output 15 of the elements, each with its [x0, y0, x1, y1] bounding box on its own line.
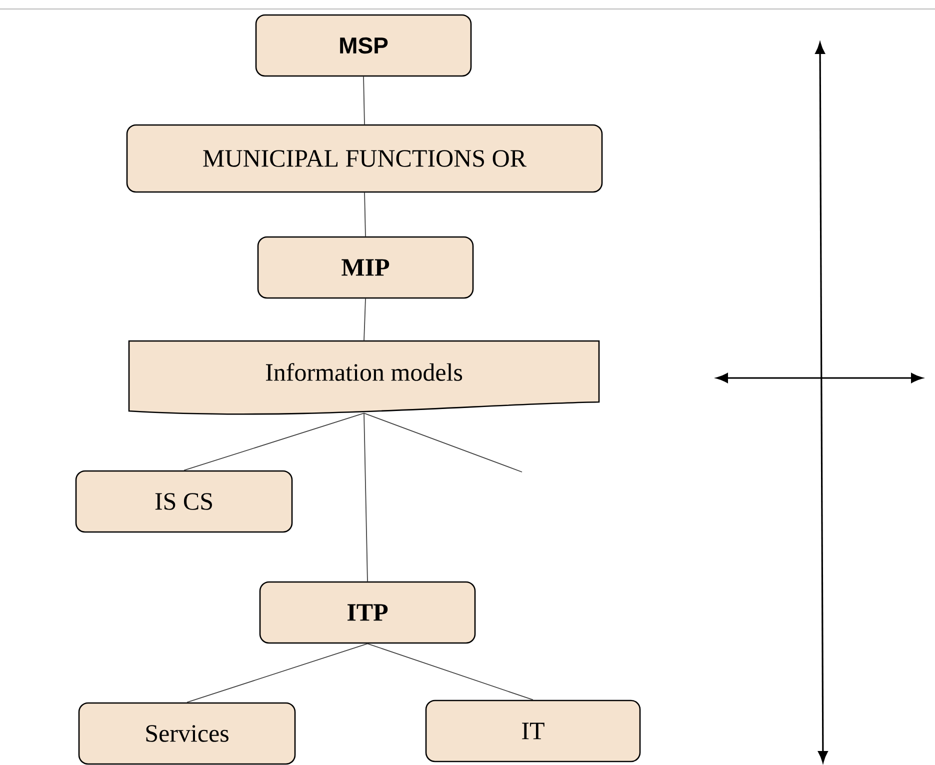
connector-line: [364, 412, 368, 582]
connector-line: [186, 643, 368, 703]
connector-line: [364, 412, 522, 472]
connector-line: [367, 643, 534, 700]
process-box: IS CS: [75, 470, 293, 533]
process-box: ITP: [259, 581, 476, 644]
connector-line: [363, 76, 365, 125]
process-box: Services: [78, 702, 296, 765]
connector-line: [364, 192, 366, 237]
connector-line: [364, 298, 366, 342]
process-box: MIP: [257, 236, 474, 299]
process-box: MSP: [255, 14, 472, 77]
process-box: MUNICIPAL FUNCTIONS OR: [126, 124, 603, 193]
connector-line: [184, 412, 364, 471]
process-box: IT: [425, 700, 641, 762]
